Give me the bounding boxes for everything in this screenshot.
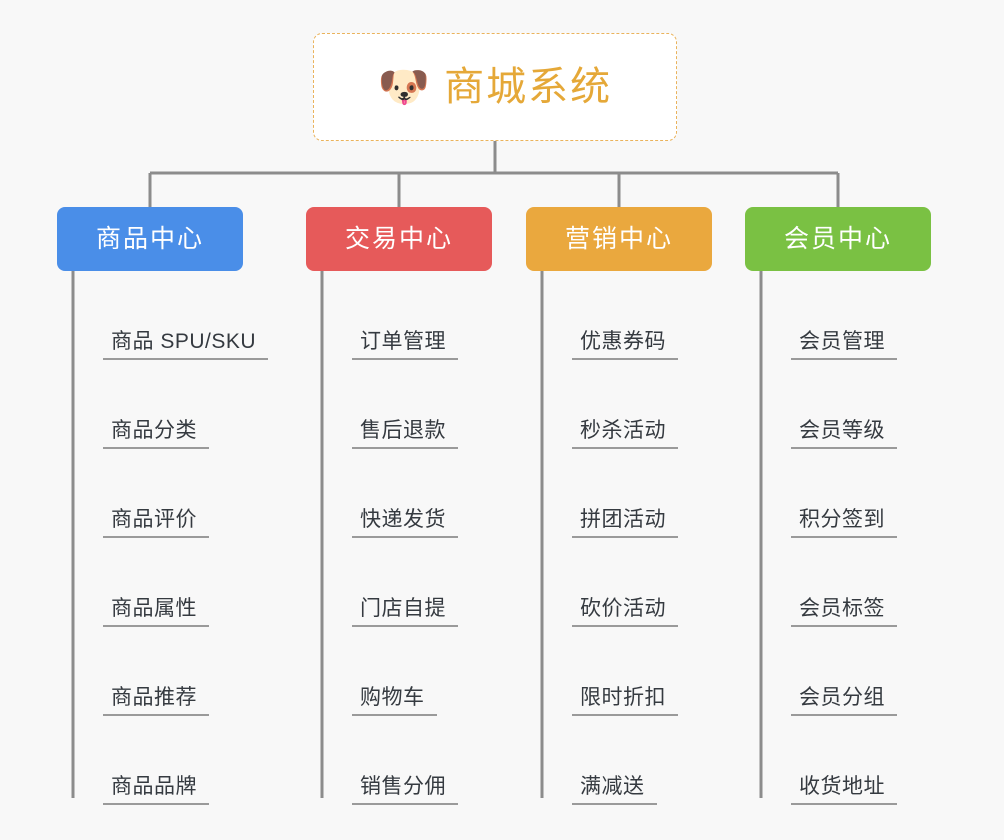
branch-header-label: 会员中心 [783, 224, 892, 253]
list-item-label: 会员分组 [799, 685, 885, 709]
list-item[interactable]: 商品分类 [73, 360, 303, 449]
list-item-label: 会员标签 [799, 596, 885, 620]
branch-column-0: 商品中心 商品 SPU/SKU 商品分类 商品评价 商品属性 商品推荐 商品品牌 [57, 207, 269, 805]
branch-item-list-1: 订单管理 售后退款 快递发货 门店自提 购物车 销售分佣 [322, 271, 552, 805]
list-item[interactable]: 会员标签 [761, 538, 991, 627]
list-item[interactable]: 砍价活动 [542, 538, 772, 627]
list-item[interactable]: 秒杀活动 [542, 360, 772, 449]
list-item[interactable]: 商品评价 [73, 449, 303, 538]
list-item-label: 拼团活动 [580, 507, 666, 531]
list-item[interactable]: 订单管理 [322, 271, 552, 360]
list-item[interactable]: 快递发货 [322, 449, 552, 538]
list-item-label: 满减送 [580, 774, 645, 798]
branch-header-2[interactable]: 营销中心 [526, 207, 712, 271]
branch-column-1: 交易中心 订单管理 售后退款 快递发货 门店自提 购物车 销售分佣 [306, 207, 492, 805]
list-item-label: 会员管理 [799, 329, 885, 353]
list-item-label: 销售分佣 [360, 774, 446, 798]
list-item-label: 限时折扣 [580, 685, 666, 709]
list-item-label: 售后退款 [360, 418, 446, 442]
branch-item-list-0: 商品 SPU/SKU 商品分类 商品评价 商品属性 商品推荐 商品品牌 [73, 271, 303, 805]
list-item[interactable]: 商品推荐 [73, 627, 303, 716]
list-item[interactable]: 会员管理 [761, 271, 991, 360]
root-node[interactable]: 🐶 商城系统 [313, 33, 677, 141]
branch-header-0[interactable]: 商品中心 [57, 207, 243, 271]
list-item-label: 会员等级 [799, 418, 885, 442]
branch-column-3: 会员中心 会员管理 会员等级 积分签到 会员标签 会员分组 收货地址 [745, 207, 931, 805]
list-item[interactable]: 拼团活动 [542, 449, 772, 538]
list-item[interactable]: 销售分佣 [322, 716, 552, 805]
list-item-label: 积分签到 [799, 507, 885, 531]
branch-item-list-2: 优惠券码 秒杀活动 拼团活动 砍价活动 限时折扣 满减送 [542, 271, 772, 805]
branch-header-1[interactable]: 交易中心 [306, 207, 492, 271]
list-item-label: 商品评价 [111, 507, 197, 531]
list-item[interactable]: 收货地址 [761, 716, 991, 805]
list-item[interactable]: 门店自提 [322, 538, 552, 627]
list-item[interactable]: 售后退款 [322, 360, 552, 449]
list-item-label: 购物车 [360, 685, 425, 709]
list-item-label: 优惠券码 [580, 329, 666, 353]
list-item[interactable]: 满减送 [542, 716, 772, 805]
list-item-label: 门店自提 [360, 596, 446, 620]
list-item-label: 秒杀活动 [580, 418, 666, 442]
list-item-label: 商品分类 [111, 418, 197, 442]
list-item-label: 商品推荐 [111, 685, 197, 709]
list-item[interactable]: 商品 SPU/SKU [73, 271, 303, 360]
list-item-label: 快递发货 [360, 507, 446, 531]
list-item[interactable]: 商品品牌 [73, 716, 303, 805]
list-item[interactable]: 会员等级 [761, 360, 991, 449]
list-item-label: 商品品牌 [111, 774, 197, 798]
list-item-label: 砍价活动 [580, 596, 666, 620]
branch-column-2: 营销中心 优惠券码 秒杀活动 拼团活动 砍价活动 限时折扣 满减送 [526, 207, 712, 805]
root-title: 商城系统 [444, 65, 613, 109]
branch-header-3[interactable]: 会员中心 [745, 207, 931, 271]
list-item[interactable]: 购物车 [322, 627, 552, 716]
branch-header-label: 商品中心 [95, 224, 204, 253]
list-item[interactable]: 积分签到 [761, 449, 991, 538]
list-item[interactable]: 会员分组 [761, 627, 991, 716]
branch-header-label: 营销中心 [564, 224, 673, 253]
list-item-label: 收货地址 [799, 774, 885, 798]
list-item[interactable]: 优惠券码 [542, 271, 772, 360]
list-item-label: 商品 SPU/SKU [111, 329, 257, 353]
branch-item-list-3: 会员管理 会员等级 积分签到 会员标签 会员分组 收货地址 [761, 271, 991, 805]
list-item[interactable]: 限时折扣 [542, 627, 772, 716]
branch-header-label: 交易中心 [344, 224, 453, 253]
list-item-label: 订单管理 [360, 329, 446, 353]
list-item-label: 商品属性 [111, 596, 197, 620]
dog-face-icon: 🐶 [377, 63, 431, 110]
list-item[interactable]: 商品属性 [73, 538, 303, 627]
